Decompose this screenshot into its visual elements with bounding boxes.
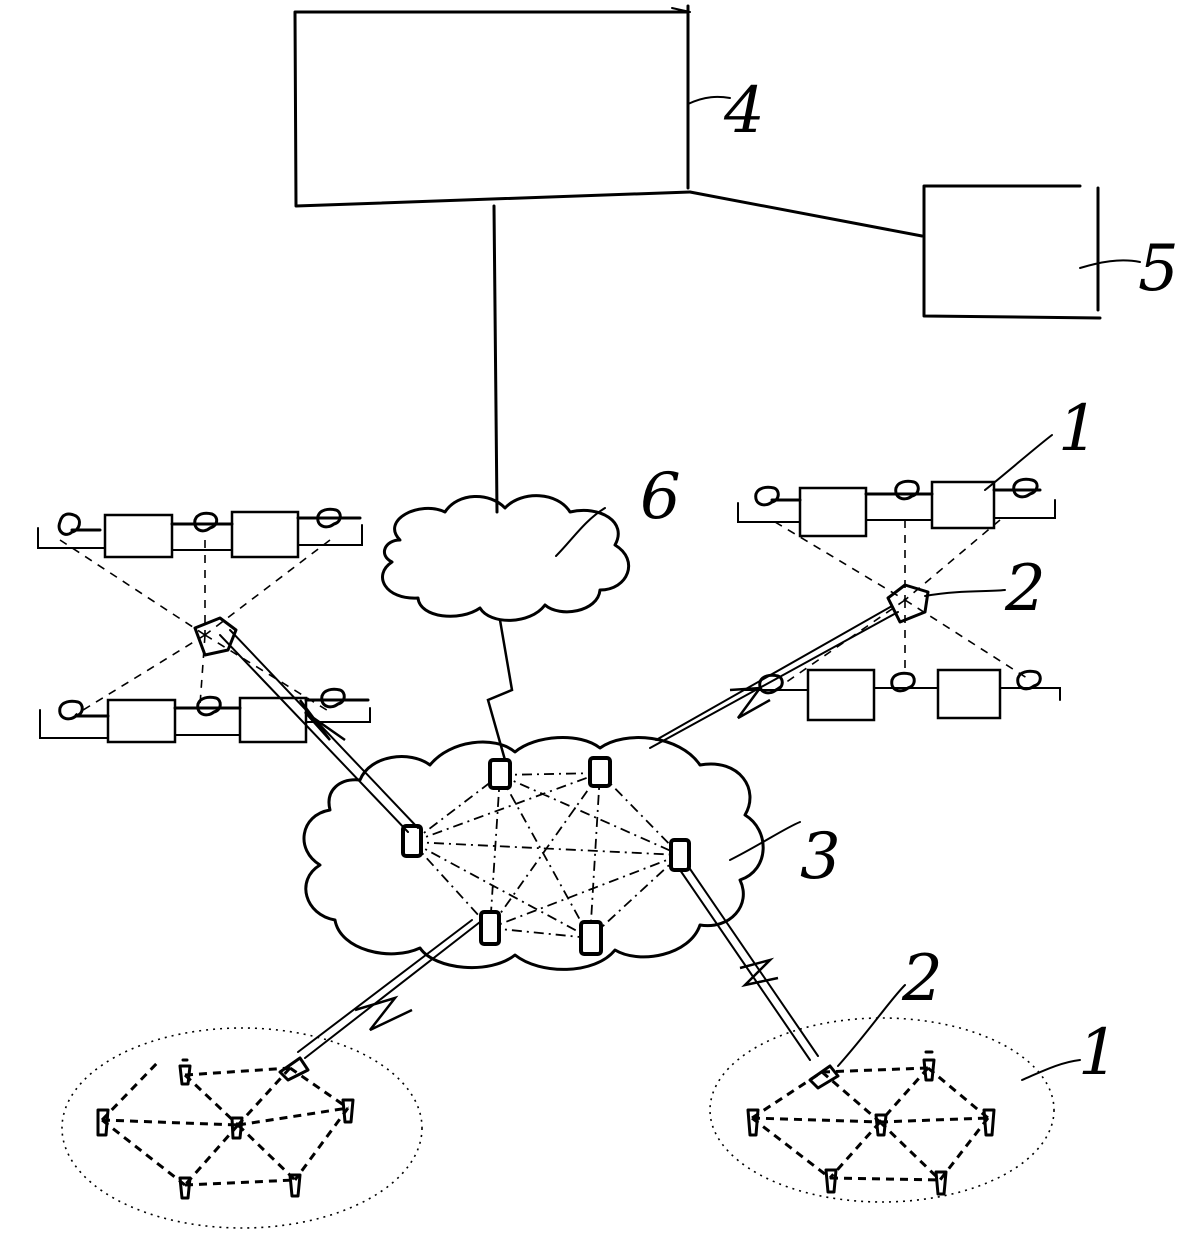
wireless-link-top-right — [729, 686, 771, 720]
wireless-link-bottom-left — [354, 995, 413, 1032]
terminal-box — [688, 184, 1102, 320]
label-3-leader — [729, 821, 801, 861]
monitoring-center-box — [293, 4, 692, 208]
gateway-node — [886, 583, 930, 624]
link-gateway-bottom-right — [679, 865, 819, 1061]
label-1-top: 1 — [1058, 392, 1099, 466]
mesh-node — [401, 824, 423, 858]
label-1-bottom-leader — [1021, 1059, 1081, 1081]
gateway-node — [278, 1056, 310, 1082]
mesh-links — [411, 772, 681, 939]
link-gateway-bottom-left — [297, 919, 481, 1059]
wireless-link-top-left — [299, 699, 346, 742]
label-1-top-leader — [984, 434, 1053, 491]
internet-cloud — [381, 494, 631, 622]
wireless-link-cloud6 — [486, 619, 514, 761]
gateway-node — [808, 1064, 840, 1090]
mesh-node — [588, 756, 612, 788]
label-1-bottom: 1 — [1078, 1016, 1119, 1090]
gateway-node — [193, 616, 238, 657]
sensor-box — [106, 698, 177, 744]
mesh-node — [669, 838, 691, 872]
label-3: 3 — [800, 820, 841, 894]
label-6-leader — [555, 507, 606, 557]
link-gateway-top-right — [649, 605, 899, 749]
sensor-cluster-bottom-left — [61, 1027, 423, 1229]
link-gateway-top-left — [219, 629, 419, 833]
sensor-box — [230, 510, 300, 559]
mesh-node — [579, 920, 603, 956]
sensor-box — [936, 668, 1002, 720]
label-2-bottom-leader — [837, 984, 906, 1067]
sensor-group-top-right — [737, 477, 1061, 722]
label-5: 5 — [1138, 232, 1179, 306]
sensor-group-top-left — [37, 507, 371, 744]
center-to-cloud-line — [492, 204, 499, 514]
wireless-link-bottom-right — [739, 957, 779, 988]
label-4-leader — [687, 95, 731, 105]
label-6: 6 — [640, 460, 681, 534]
sensor-box — [103, 513, 174, 559]
sensor-box — [798, 486, 868, 538]
label-4: 4 — [723, 74, 765, 148]
label-2-bottom: 2 — [901, 942, 943, 1016]
sensor-box — [806, 668, 876, 722]
sensor-box — [930, 480, 996, 530]
mesh-node — [488, 758, 512, 790]
label-2-top: 2 — [1004, 552, 1046, 626]
mesh-network-cloud — [302, 736, 765, 971]
label-2-top-leader — [924, 589, 1006, 597]
sensor-cluster-bottom-right — [709, 1017, 1055, 1203]
mesh-node — [479, 910, 501, 946]
sensor-box — [238, 696, 308, 744]
label-5-leader — [1079, 259, 1141, 269]
